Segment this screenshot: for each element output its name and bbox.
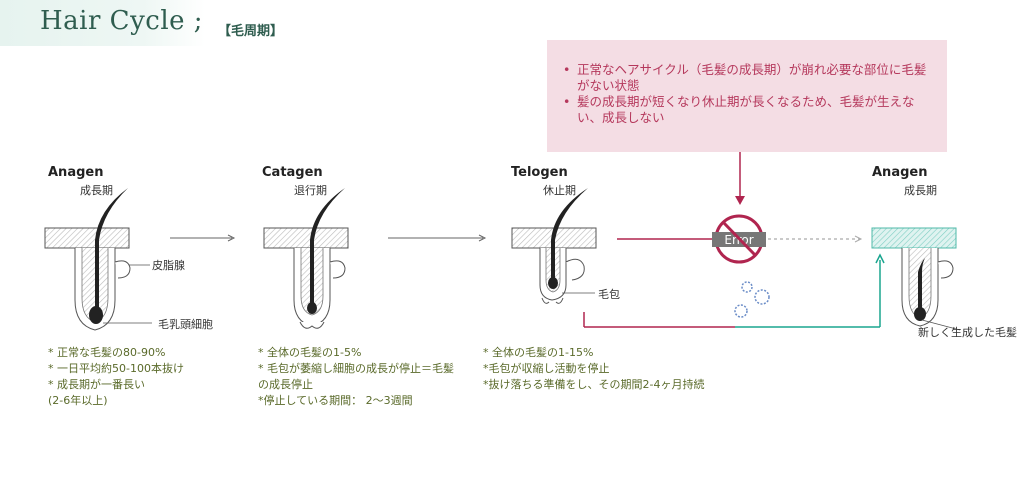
stage-name-jp: 成長期: [80, 184, 113, 197]
stage-name-jp: 成長期: [904, 184, 937, 197]
error-callout: 正常なヘアサイクル（毛髪の成長期）が崩れ必要な部位に毛髪がない状態 髪の成長期が…: [547, 40, 947, 152]
error-path: [617, 152, 863, 243]
note-line: * 全体の毛髪の1-15%: [483, 346, 594, 359]
telogen-notes: * 全体の毛髪の1-15% *毛包が収縮し活動を停止 *抜け落ちる準備をし、その…: [483, 345, 704, 393]
note-line: (2-6年以上): [48, 394, 108, 407]
note-line: * 一日平均約50-100本抜け: [48, 362, 184, 375]
new-hair-label: 新しく生成した毛髪: [918, 326, 1017, 339]
page-subtitle: 【毛周期】: [218, 24, 284, 39]
error-prohibited-icon: Error: [712, 214, 766, 264]
note-line: *抜け落ちる準備をし、その期間2-4ヶ月持続: [483, 378, 705, 391]
arrow-catagen-to-telogen: [388, 234, 487, 242]
sebaceous-gland-label: 皮脂腺: [152, 259, 185, 272]
anagen-notes: * 正常な毛髪の80-90% * 一日平均約50-100本抜け * 成長期が一番…: [48, 345, 184, 409]
note-line: * 全体の毛髪の1-5%: [258, 346, 362, 359]
callout-item: 髪の成長期が短くなり休止期が長くなるため、毛髪が生えない、成長しない: [563, 94, 937, 126]
note-line: * 成長期が一番長い: [48, 378, 145, 391]
telogen-follicle-illustration: [511, 188, 597, 304]
anagen-follicle-illustration: [44, 188, 152, 331]
stage-anagen-heading: Anagen 成長期: [48, 165, 113, 198]
note-line: *毛包が収縮し活動を停止: [483, 362, 610, 375]
stage-name-jp: 休止期: [543, 184, 576, 197]
stage-catagen-heading: Catagen 退行期: [262, 165, 327, 198]
catagen-notes: * 全体の毛髪の1-5% * 毛包が萎縮し細胞の成長が停止＝毛髪 の成長停止 *…: [258, 345, 454, 409]
stage-name-en: Anagen: [48, 165, 104, 180]
title-highlight-bar: [0, 0, 205, 46]
follicle-label: 毛包: [598, 288, 620, 301]
note-line: *停止している期間： 2～3週間: [258, 394, 413, 407]
stage-name-en: Anagen: [872, 165, 928, 180]
bubbles-icon: [734, 281, 770, 318]
catagen-follicle-illustration: [263, 188, 349, 329]
stage-telogen-heading: Telogen 休止期: [511, 165, 576, 198]
stage-name-en: Catagen: [262, 165, 323, 180]
note-line: * 毛包が萎縮し細胞の成長が停止＝毛髪: [258, 362, 454, 375]
stage-anagen-new-heading: Anagen 成長期: [872, 165, 937, 198]
new-anagen-follicle-illustration: [871, 227, 961, 331]
callout-item: 正常なヘアサイクル（毛髪の成長期）が崩れ必要な部位に毛髪がない状態: [563, 62, 937, 94]
dermal-papilla-label: 毛乳頭細胞: [158, 318, 213, 331]
return-path: [583, 253, 885, 328]
page-title: Hair Cycle ;: [40, 6, 204, 36]
stage-name-jp: 退行期: [294, 184, 327, 197]
note-line: * 正常な毛髪の80-90%: [48, 346, 166, 359]
stage-name-en: Telogen: [511, 165, 568, 180]
note-line: の成長停止: [258, 378, 313, 391]
arrow-anagen-to-catagen: [170, 234, 236, 242]
